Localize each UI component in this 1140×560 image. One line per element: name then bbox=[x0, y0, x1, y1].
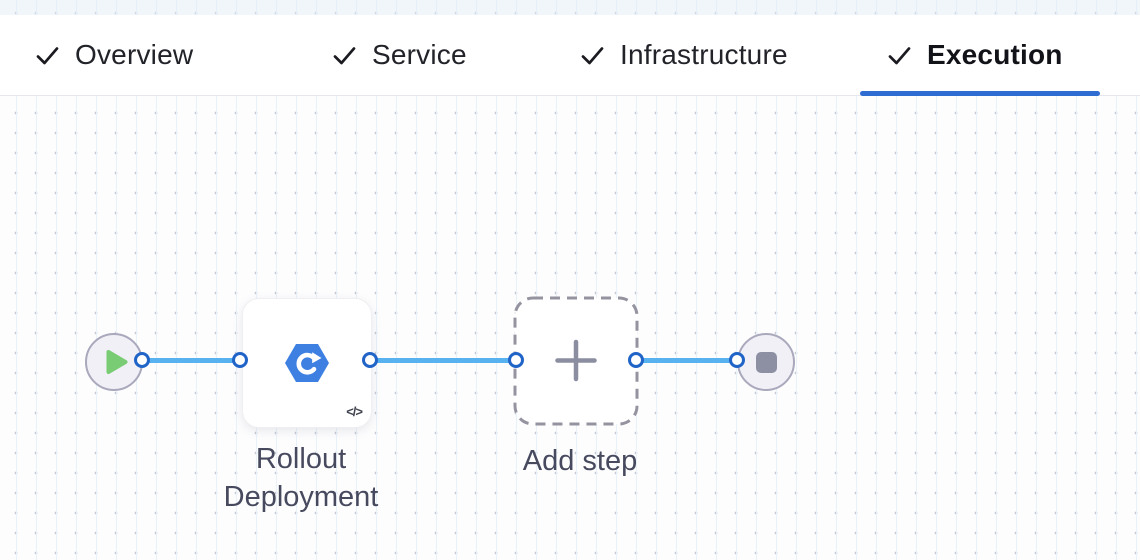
step-node-rollout-deployment[interactable]: </> bbox=[242, 298, 372, 428]
tab-label: Infrastructure bbox=[620, 39, 788, 70]
connector-port bbox=[628, 352, 644, 368]
plus-icon bbox=[555, 339, 597, 382]
stage-setup-tabbar: Overview Service Infrastructure Executio… bbox=[0, 15, 1140, 96]
add-step-node[interactable] bbox=[513, 296, 639, 426]
play-icon bbox=[106, 350, 127, 374]
active-tab-indicator bbox=[860, 91, 1100, 96]
stop-icon bbox=[755, 351, 777, 373]
edge-step-to-addstep bbox=[370, 358, 516, 363]
connector-port bbox=[729, 352, 745, 368]
check-icon bbox=[888, 46, 911, 64]
rolling-deployment-icon bbox=[285, 344, 329, 382]
step-node-label: Rollout Deployment bbox=[223, 443, 379, 513]
tab-label: Execution bbox=[927, 39, 1063, 70]
tab-execution[interactable]: Execution bbox=[885, 15, 1063, 95]
tab-service[interactable]: Service bbox=[330, 15, 467, 95]
tab-label: Overview bbox=[75, 39, 194, 70]
tab-label: Service bbox=[372, 39, 467, 70]
code-icon: </> bbox=[346, 404, 363, 419]
add-step-label: Add step bbox=[522, 445, 638, 477]
connector-port bbox=[134, 352, 150, 368]
tab-infrastructure[interactable]: Infrastructure bbox=[578, 15, 788, 95]
edge-addstep-to-end bbox=[636, 358, 738, 363]
connector-port bbox=[508, 352, 524, 368]
check-icon bbox=[333, 46, 356, 64]
pipeline-end-node bbox=[737, 333, 795, 391]
tab-overview[interactable]: Overview bbox=[33, 15, 193, 95]
check-icon bbox=[36, 46, 59, 64]
connector-port bbox=[232, 352, 248, 368]
edge-start-to-step bbox=[142, 358, 240, 363]
connector-port bbox=[362, 352, 378, 368]
canvas-top-strip bbox=[0, 0, 1140, 15]
check-icon bbox=[581, 46, 604, 64]
